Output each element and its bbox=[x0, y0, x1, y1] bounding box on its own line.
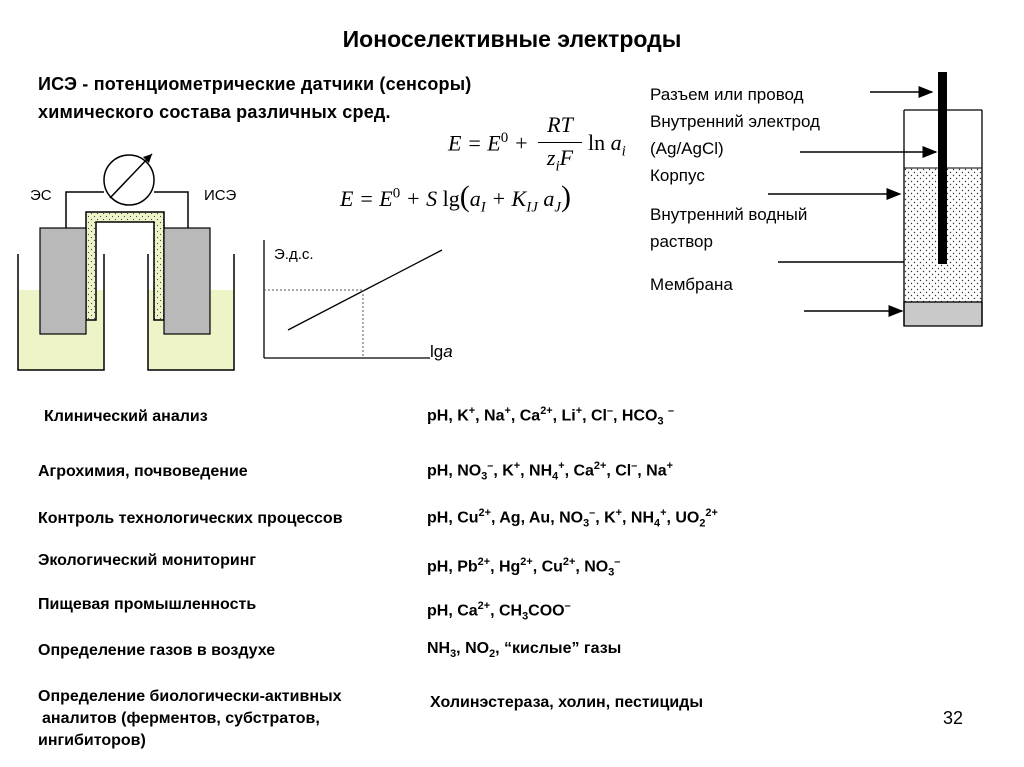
app-ions-1: pH, NO3–, K+, NH4+, Ca2+, Cl–, Na+ bbox=[427, 460, 673, 483]
graph-ylabel: Э.д.с. bbox=[274, 246, 314, 263]
label-ag-agcl: (Ag/AgCl) bbox=[650, 139, 724, 158]
app-ions-2: pH, Cu2+, Ag, Au, NO3–, K+, NH4+, UO22+ bbox=[427, 507, 718, 530]
label-body: Корпус bbox=[650, 166, 705, 185]
ise-construction-diagram bbox=[768, 72, 983, 327]
electrochemical-cell-diagram bbox=[17, 153, 235, 371]
nernst-formula: E = E0 + RT ziF ln ai bbox=[448, 112, 626, 175]
intro-text: ИСЭ - потенциометрические датчики (сенсо… bbox=[38, 70, 472, 126]
label-inner-solution-1: Внутренний водный bbox=[650, 205, 808, 224]
graph-xlabel: lga bbox=[430, 342, 453, 361]
app-ions-4: pH, Ca2+, CH3COO– bbox=[427, 600, 571, 623]
intro-line-2: химического состава различных сред. bbox=[38, 102, 391, 122]
app-area-5: Определение газов в воздухе bbox=[38, 642, 276, 659]
app-ions-6: Холинэстераза, холин, пестициды bbox=[430, 694, 703, 711]
page-number: 32 bbox=[943, 708, 964, 728]
label-membrane: Мембрана bbox=[650, 275, 733, 294]
emf-graph bbox=[263, 240, 443, 359]
label-connector: Разъем или провод bbox=[650, 85, 804, 104]
app-area-3: Экологический мониторинг bbox=[38, 552, 257, 569]
label-inner-solution-2: раствор bbox=[650, 232, 713, 251]
app-area-2: Контроль технологических процессов bbox=[38, 510, 343, 527]
app-ions-3: pH, Pb2+, Hg2+, Cu2+, NO3– bbox=[427, 556, 621, 579]
electrode-labels: Разъем или провод Внутренний электрод (A… bbox=[650, 81, 820, 298]
app-ions-5: NH3, NO2, “кислые” газы bbox=[427, 640, 622, 661]
app-ions-0: pH, K+, Na+, Ca2+, Li+, Cl–, HCO3 – bbox=[427, 405, 675, 428]
label-inner-electrode: Внутренний электрод bbox=[650, 112, 820, 131]
app-area-0: Клинический анализ bbox=[44, 408, 208, 425]
cell-right-label: ИСЭ bbox=[204, 187, 237, 204]
app-area-1: Агрохимия, почвоведение bbox=[38, 463, 248, 480]
app-area-4: Пищевая промышленность bbox=[38, 596, 257, 613]
intro-line-1: ИСЭ - потенциометрические датчики (сенсо… bbox=[38, 74, 472, 94]
slide-title: Ионоселективные электроды bbox=[342, 26, 682, 52]
voltmeter-icon bbox=[103, 154, 155, 206]
cell-left-label: ЭС bbox=[30, 187, 52, 204]
app-area-6: Определение биологически-активных аналит… bbox=[38, 688, 342, 749]
nikolsky-formula: E = E0 + S lg(aI + KIJ aJ) bbox=[340, 180, 571, 216]
